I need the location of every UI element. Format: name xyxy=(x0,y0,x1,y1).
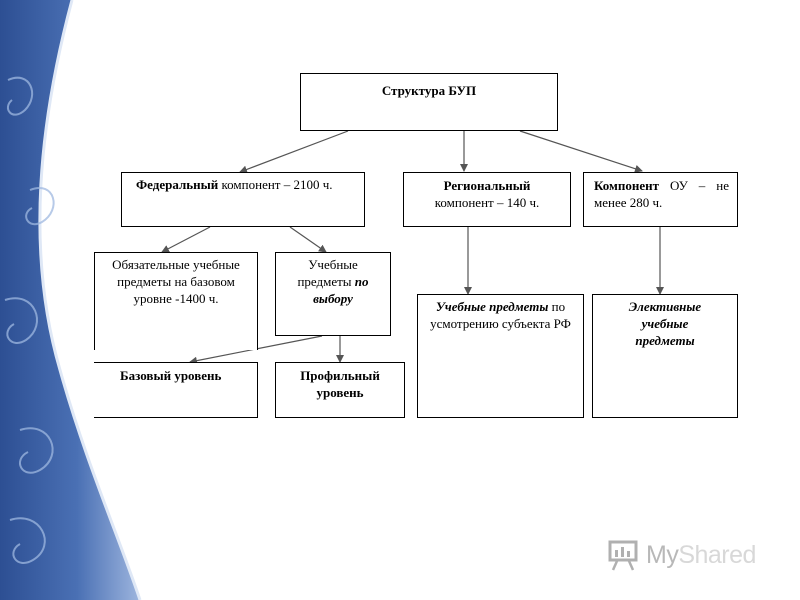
arrow-title-ou xyxy=(519,130,643,173)
profile-level-text: Профильный уровень xyxy=(300,368,380,400)
ou-box: Компонент ОУ – не менее 280 ч. xyxy=(583,172,738,227)
title-box: Структура БУП xyxy=(300,73,558,131)
federal-bold: Федеральный xyxy=(136,177,219,192)
basic-level-box: Базовый уровень xyxy=(94,362,258,418)
elective-subjects-text: Элективные учебные предметы xyxy=(628,299,702,348)
choice-plain: Учебные предметы xyxy=(297,257,358,289)
myshared-logo: MyShared xyxy=(606,538,766,572)
regional-bold: Региональный xyxy=(443,178,531,193)
choice-box: Учебные предметы по выбору xyxy=(275,252,391,336)
ou-rest: ОУ – не менее 280 ч. xyxy=(594,178,729,210)
arrow-federal-mandatory xyxy=(161,226,211,253)
side-decoration xyxy=(0,0,142,600)
regional-box: Региональный компонент – 140 ч. xyxy=(403,172,571,227)
arrow-federal-choice xyxy=(289,226,327,253)
subject-rf-box: Учебные предметы по усмотрению субъекта … xyxy=(417,294,584,418)
title-text: Структура БУП xyxy=(381,83,477,98)
subject-rf-rest: по усмотрению субъекта РФ xyxy=(430,299,571,331)
logo-my: My xyxy=(646,541,679,569)
arrow-title-federal xyxy=(239,130,349,174)
profile-level-box: Профильный уровень xyxy=(275,362,405,418)
federal-rest: компонент – 2100 ч. xyxy=(218,177,333,192)
federal-box: Федеральный компонент – 2100 ч. xyxy=(121,172,365,227)
regional-rest: компонент – 140 ч. xyxy=(434,195,540,210)
subject-rf-italic: Учебные предметы xyxy=(435,299,549,314)
ou-bold: Компонент xyxy=(594,178,660,193)
mandatory-box: Обязательные учебные предметы на базовом… xyxy=(94,252,258,350)
mandatory-text: Обязательные учебные предметы на базовом… xyxy=(112,257,240,306)
logo-wordmark: MyShared xyxy=(646,541,756,570)
logo-shared: Shared xyxy=(678,541,756,569)
presentation-board-icon xyxy=(608,540,638,571)
choice-italic: по выбору xyxy=(313,274,369,306)
basic-level-text: Базовый уровень xyxy=(120,368,222,383)
elective-subjects-box: Элективные учебные предметы xyxy=(592,294,738,418)
